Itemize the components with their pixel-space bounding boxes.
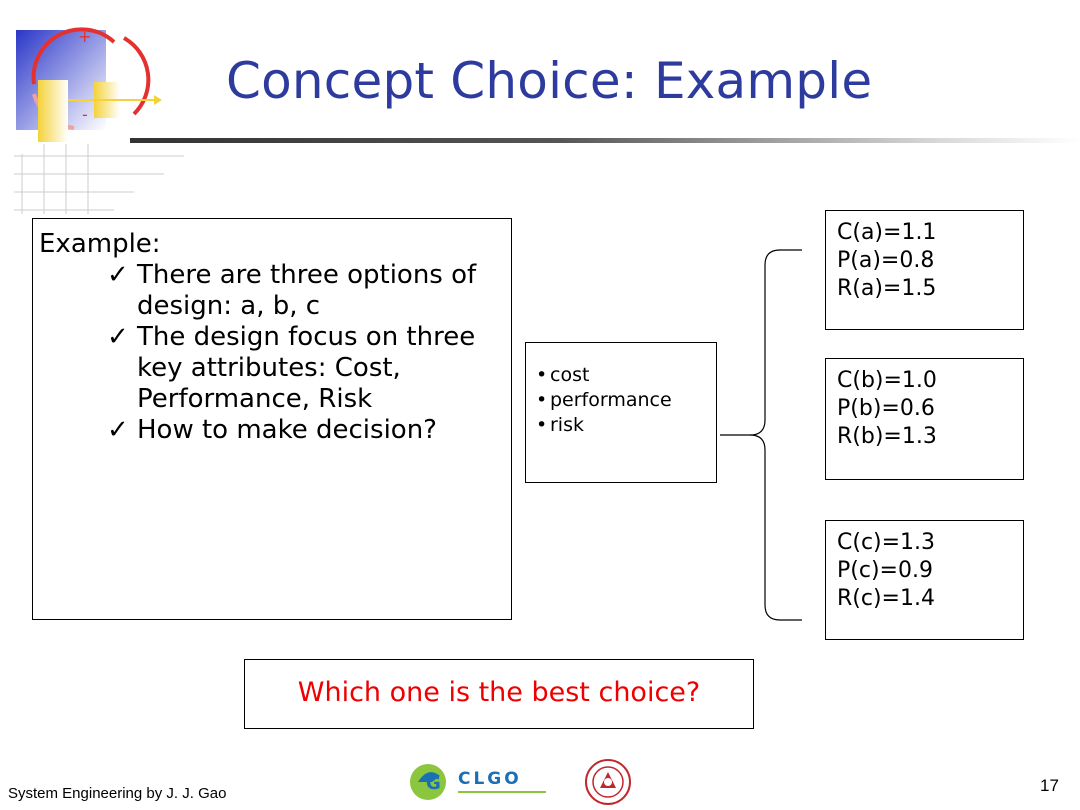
list-item: ✓ How to make decision? [107, 415, 511, 446]
checkmark-icon: ✓ [107, 415, 129, 445]
option-value: C(b)=1.0 [837, 368, 937, 393]
attribute-label: performance [550, 389, 672, 411]
option-value: C(c)=1.3 [837, 530, 936, 555]
question-box: Which one is the best choice? [244, 659, 754, 729]
checkmark-icon: ✓ [107, 260, 129, 290]
slide-title: Concept Choice: Example [226, 52, 873, 110]
list-item: ✓ The design focus on three key attribut… [107, 322, 511, 415]
example-item-text: How to make decision? [137, 415, 437, 445]
process-cycle-icon: + - [14, 27, 184, 214]
title-underline [130, 138, 1080, 143]
option-value: P(b)=0.6 [837, 396, 935, 421]
example-heading: Example: [39, 229, 161, 259]
attributes-list: • cost • performance • risk [536, 363, 716, 438]
option-value: R(c)=1.4 [837, 586, 935, 611]
svg-text:+: + [78, 27, 91, 46]
bullet-icon: • [536, 389, 548, 411]
option-value: P(c)=0.9 [837, 558, 933, 583]
option-value: C(a)=1.1 [837, 220, 937, 245]
list-item: • performance [536, 388, 716, 413]
list-item: • cost [536, 363, 716, 388]
example-box: Example: ✓ There are three options of de… [32, 218, 512, 620]
option-value: R(a)=1.5 [837, 276, 937, 301]
svg-text:-: - [82, 105, 88, 124]
option-c-box: C(c)=1.3 P(c)=0.9 R(c)=1.4 [825, 520, 1024, 640]
attribute-label: cost [550, 364, 590, 386]
svg-text:CLGO: CLGO [458, 769, 522, 789]
attributes-box: • cost • performance • risk [525, 342, 717, 483]
option-value: R(b)=1.3 [837, 424, 937, 449]
university-seal-icon [585, 759, 631, 805]
footer-text: System Engineering by J. J. Gao [8, 785, 227, 802]
checkmark-icon: ✓ [107, 322, 129, 352]
option-a-box: C(a)=1.1 P(a)=0.8 R(a)=1.5 [825, 210, 1024, 330]
page-number: 17 [1040, 776, 1059, 795]
attribute-label: risk [550, 414, 584, 436]
example-list: ✓ There are three options of design: a, … [39, 260, 511, 446]
bullet-icon: • [536, 364, 548, 386]
list-item: ✓ There are three options of design: a, … [107, 260, 511, 322]
option-b-box: C(b)=1.0 P(b)=0.6 R(b)=1.3 [825, 358, 1024, 480]
svg-text:G: G [426, 773, 441, 794]
example-item-text: The design focus on three key attributes… [137, 322, 476, 414]
clgo-logo: G CLGO [410, 764, 546, 800]
example-item-text: There are three options of design: a, b,… [137, 260, 477, 321]
bullet-icon: • [536, 414, 548, 436]
option-value: P(a)=0.8 [837, 248, 935, 273]
list-item: • risk [536, 413, 716, 438]
brace-connector [720, 249, 802, 621]
